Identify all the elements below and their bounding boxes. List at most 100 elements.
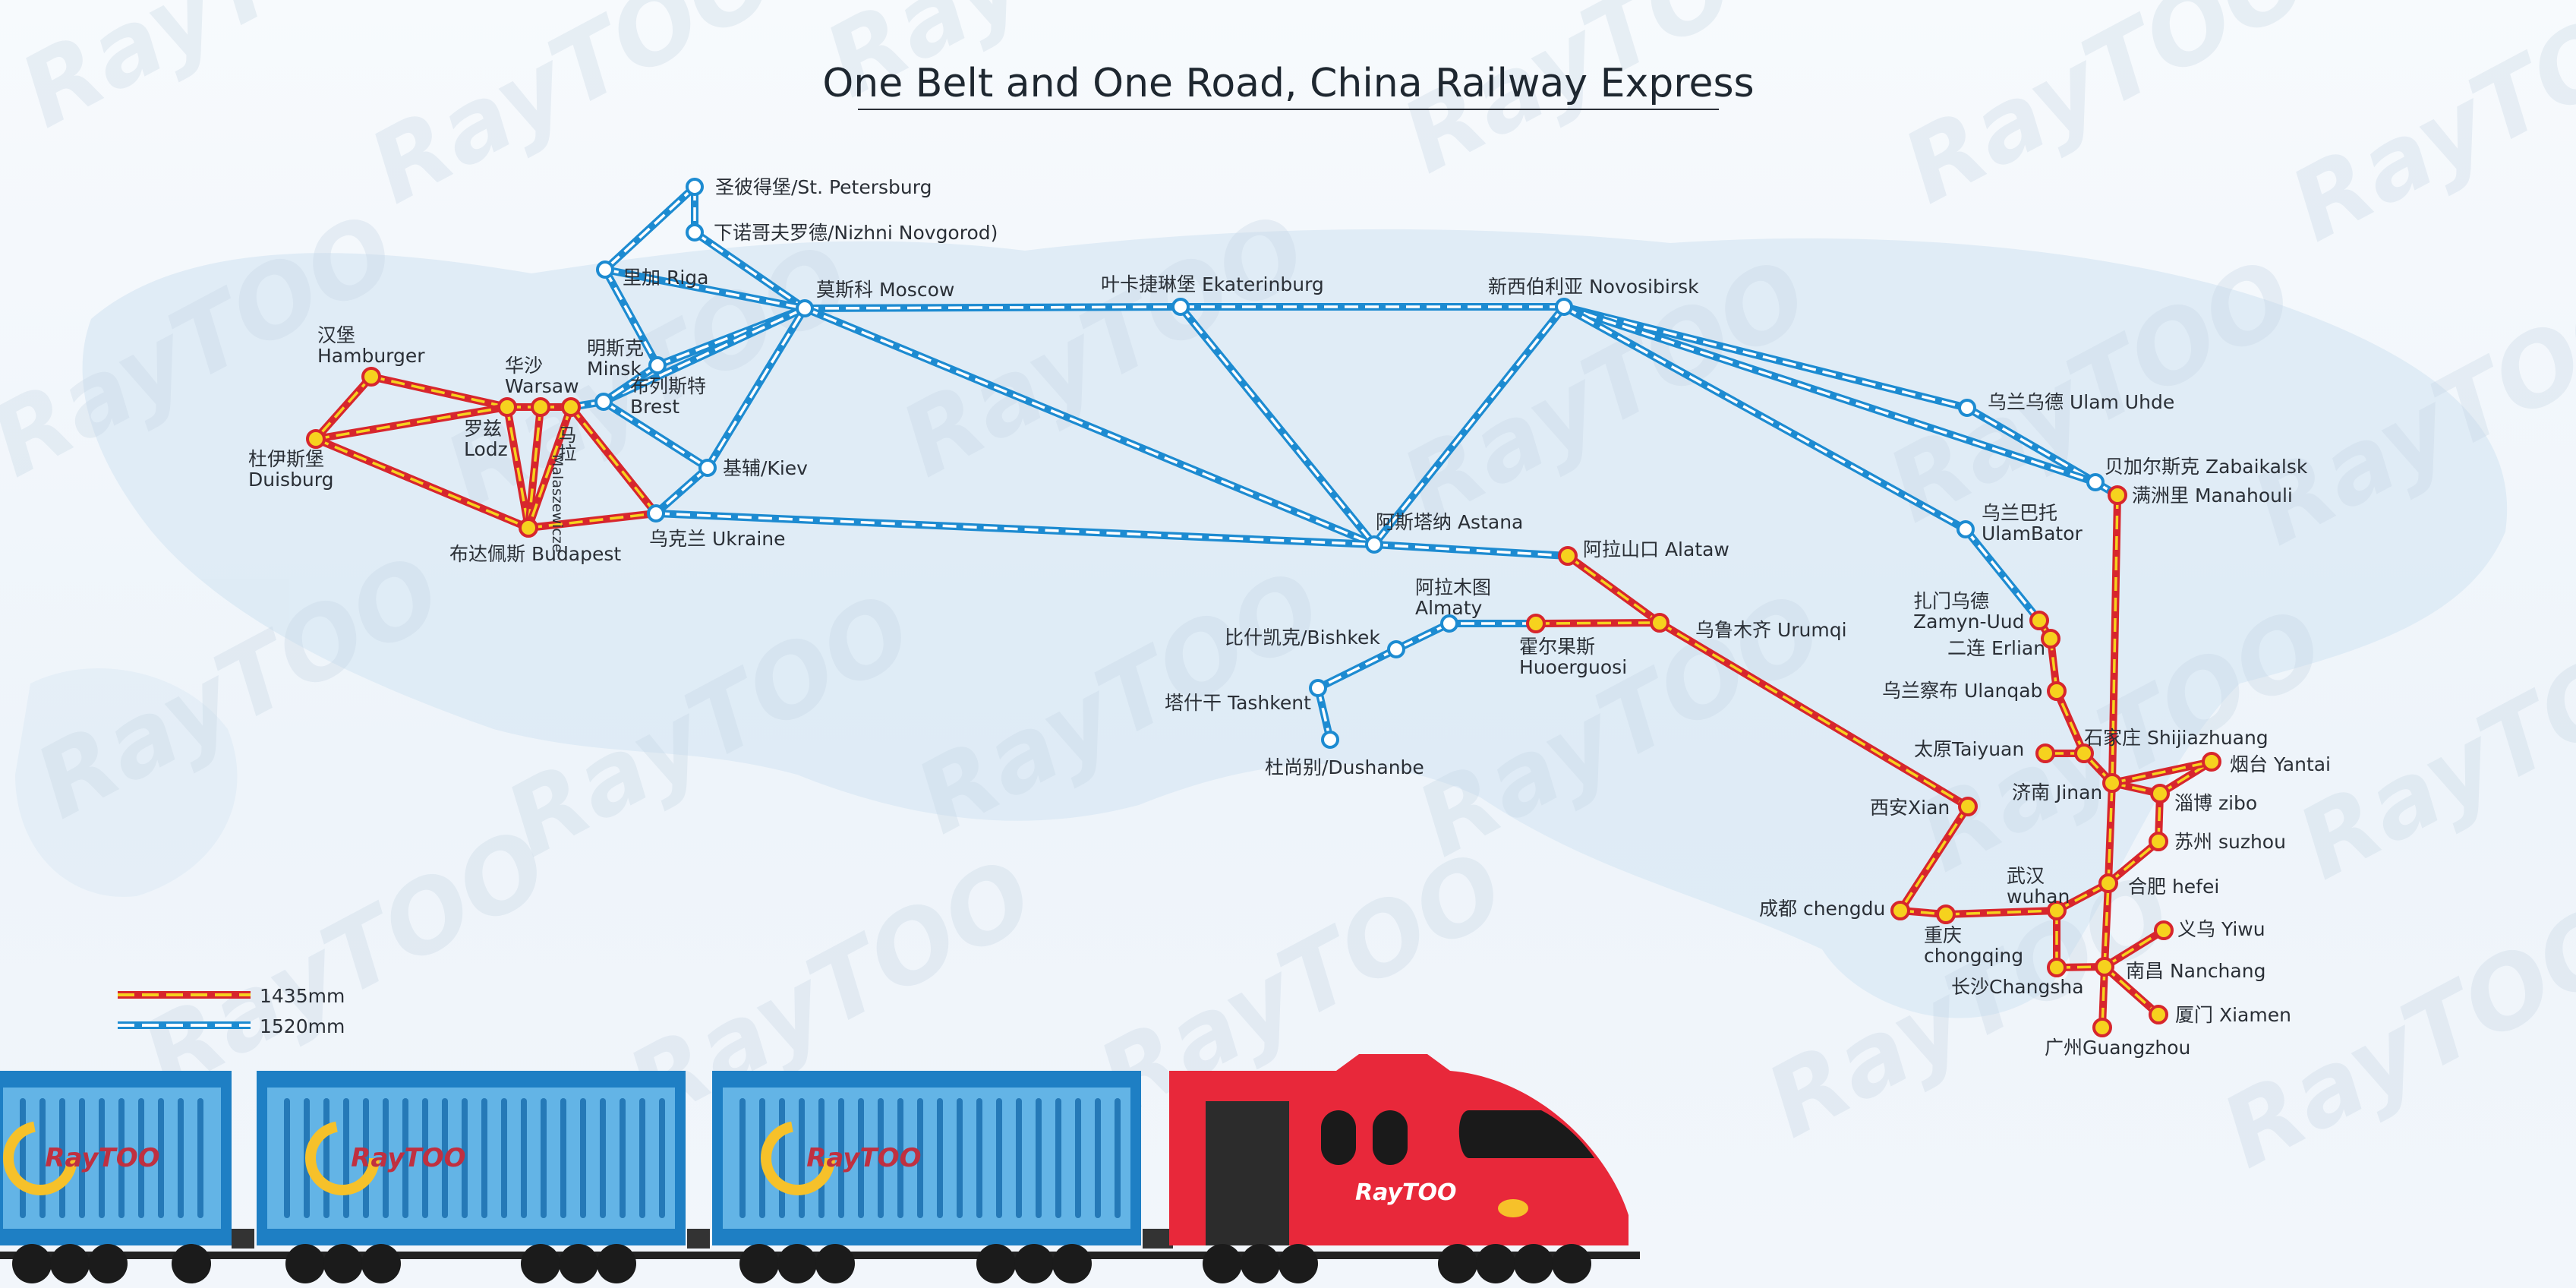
station-zibo [2150,784,2170,803]
label-malaszewicze: 马拉 [555,425,576,462]
station-changsha [2047,958,2067,977]
route-moscow-ekaterinburg [801,303,1184,312]
station-budapest [519,518,538,538]
station-riga [596,260,614,279]
station-zamynuud [2029,611,2049,630]
label-xian: 西安Xian [1870,797,1950,819]
route-malaszewicze-budapest [525,403,575,532]
station-kiev [698,459,717,477]
station-nanchang [2095,957,2114,977]
locomotive-windshield [1458,1110,1594,1158]
route-ekaterinburg-astana [1177,303,1378,548]
route-nanchang-hefei [2101,879,2112,971]
label-taiyuan: 太原Taiyuan [1914,738,2024,760]
station-wuhan [2047,901,2067,920]
stations-layer [306,178,2221,1037]
route-warsaw-budapest [503,403,532,532]
route-novosibirsk-zabaikalsk [1560,303,2099,486]
station-dushanbe [1321,731,1339,749]
station-brest [594,393,613,411]
label-alataw: 阿拉山口 Alataw [1583,538,1729,560]
station-hamburger [361,367,381,387]
station-hefei [2098,873,2118,893]
legend-1435-label: 1435mm [260,985,345,1007]
wheel-icon [739,1244,779,1283]
wheel-icon [1279,1244,1318,1283]
station-nizhni [686,223,704,242]
route-nizhni-moscow [691,229,809,312]
background-continents [15,229,2508,1018]
route-riga-minsk [601,266,661,369]
route-brest-moscow [600,305,809,406]
wheel-icon [88,1244,128,1283]
label-hefei: 合肥 hefei [2128,876,2219,898]
route-xian-chengdu [1897,803,1972,914]
label-tashkent: 塔什干 Tashkent [1165,692,1311,714]
label-changsha: 长沙Changsha [1951,976,2084,998]
container-1: RayTOO [0,1071,232,1245]
station-xiamen [2149,1005,2168,1024]
station-stpetersburg [686,178,704,196]
watermark-text: RayTOO [1885,0,2327,226]
container-logo: RayTOO [45,1143,159,1173]
station-minsk [648,356,667,374]
station-suzhou [2149,832,2168,851]
wheel-icon [323,1244,363,1283]
label-budapest: 布达佩斯 Budapest [449,543,621,565]
label-chengdu: 成都 chengdu [1759,898,1885,920]
label-ukraine: 乌克兰 Ukraine [649,528,786,550]
label-moscow: 莫斯科 Moscow [816,279,954,301]
route-chongqing-wuhan [1942,907,2060,918]
label-ekaterinburg: 叶卡捷琳堡 Ekaterinburg [1101,273,1324,295]
route-duisburg-budapest [312,435,532,532]
locomotive-logo: RayTOO [1355,1179,1456,1206]
wheel-icon [1476,1244,1515,1283]
label-guangzhou: 广州Guangzhou [2045,1037,2190,1059]
route-nanchang-guangzhou [2098,963,2108,1031]
route-alataw-urumqi [1564,552,1663,627]
route-novosibirsk-astana [1370,303,1568,548]
map-title: One Belt and One Road, China Railway Exp… [822,61,1755,110]
label-dushanbe: 杜尚别/Dushanbe [1265,756,1424,778]
label-yiwu: 义乌 Yiwu [2177,918,2265,940]
wheel-icon [1203,1244,1242,1283]
station-jinan [2102,773,2122,793]
container-2: RayTOO [257,1071,686,1245]
container-logo: RayTOO [806,1143,921,1173]
station-astana [1365,535,1383,554]
station-novosibirsk [1555,298,1573,316]
route-shijiazhuang-ulanqab [2053,687,2088,757]
route-astana-alataw [1370,541,1572,560]
route-hamburger-duisburg [312,373,375,443]
label-ulamuhde: 乌兰乌德 Ulam Uhde [1988,391,2174,413]
station-warsaw [497,397,517,417]
label-zabaikalsk: 贝加尔斯克 Zabaikalsk [2105,456,2308,478]
label-stpetersburg: 圣彼得堡/St. Petersburg [715,176,932,198]
station-ulambator [1956,520,1975,538]
label-novosibirsk: 新西伯利亚 Novosibirsk [1488,276,1699,298]
station-ekaterinburg [1171,298,1190,316]
locomotive-door [1206,1101,1289,1245]
station-lodz [531,397,550,417]
station-guangzhou [2092,1018,2112,1037]
logo-swoosh-icon [761,1121,835,1195]
label-erlian: 二连 Erlian [1947,637,2045,659]
station-tashkent [1309,679,1327,697]
wheel-icon [777,1244,817,1283]
station-chongqing [1936,904,1956,924]
route-almaty-bishkek [1392,620,1453,653]
route-moscow-astana [801,305,1378,548]
wheel-icon [361,1244,401,1283]
legend: 1435mm 1520mm [118,985,345,1037]
label-riga: 里加 Riga [623,267,708,289]
route-riga-moscow [601,266,809,312]
station-manahouli [2108,485,2127,505]
locomotive-window-right [1373,1110,1408,1165]
wheel-icon [521,1244,560,1283]
locomotive-window-left [1321,1110,1356,1165]
